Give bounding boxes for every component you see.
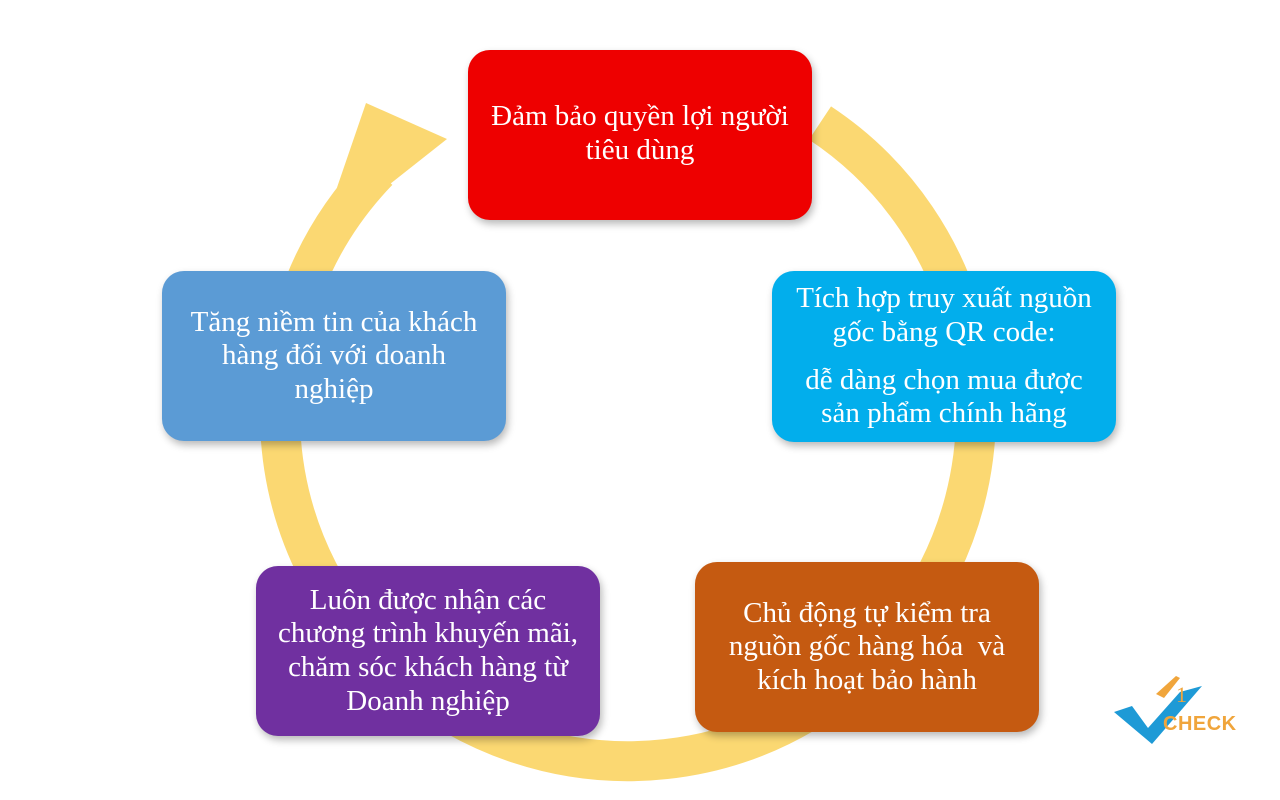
checkmark-logo-icon: 1 — [1114, 676, 1202, 744]
step-text-line: chương trình khuyến mãi, — [277, 617, 579, 650]
step-box-promotions: Luôn được nhận các chương trình khuyến m… — [256, 566, 600, 736]
step-box-self-check-origin: Chủ động tự kiểm tra nguồn gốc hàng hóa … — [695, 562, 1039, 732]
cycle-arrowhead — [319, 103, 447, 240]
step-text-line: nghiệp — [294, 372, 374, 405]
step-text-line: tiêu dùng — [585, 133, 695, 166]
step-text-line: kích hoạt bảo hành — [757, 663, 977, 696]
logo-mark-text: 1 — [1176, 682, 1187, 707]
step-box-customer-trust: Tăng niềm tin của khách hàng đối với doa… — [162, 271, 506, 441]
step-text-line: Đảm bảo quyền lợi người — [491, 100, 789, 132]
step-text-line: gốc bằng QR code: — [832, 315, 1056, 348]
step-text-line: Chủ động tự kiểm tra — [743, 596, 991, 629]
step-text-line: dễ dàng chọn mua được — [805, 363, 1083, 396]
step-text-line: chăm sóc khách hàng từ — [288, 651, 568, 683]
logo-text: CHECK — [1163, 713, 1237, 735]
step-text-line: Luôn được nhận các — [309, 583, 547, 616]
step-text-line: hàng đối với doanh — [222, 339, 446, 372]
step-text-line: Tăng niềm tin của khách — [190, 305, 478, 338]
step-text-line: nguồn gốc hàng hóa và — [728, 630, 1006, 663]
step-box-consumer-rights: Đảm bảo quyền lợi người tiêu dùng — [468, 50, 812, 220]
step-text-line: Tích hợp truy xuất nguồn — [796, 282, 1092, 315]
step-text-line: sản phẩm chính hãng — [821, 397, 1067, 430]
step-box-qr-traceability: Tích hợp truy xuất nguồn gốc bằng QR cod… — [772, 271, 1116, 442]
step-text-line: Doanh nghiệp — [346, 684, 510, 717]
